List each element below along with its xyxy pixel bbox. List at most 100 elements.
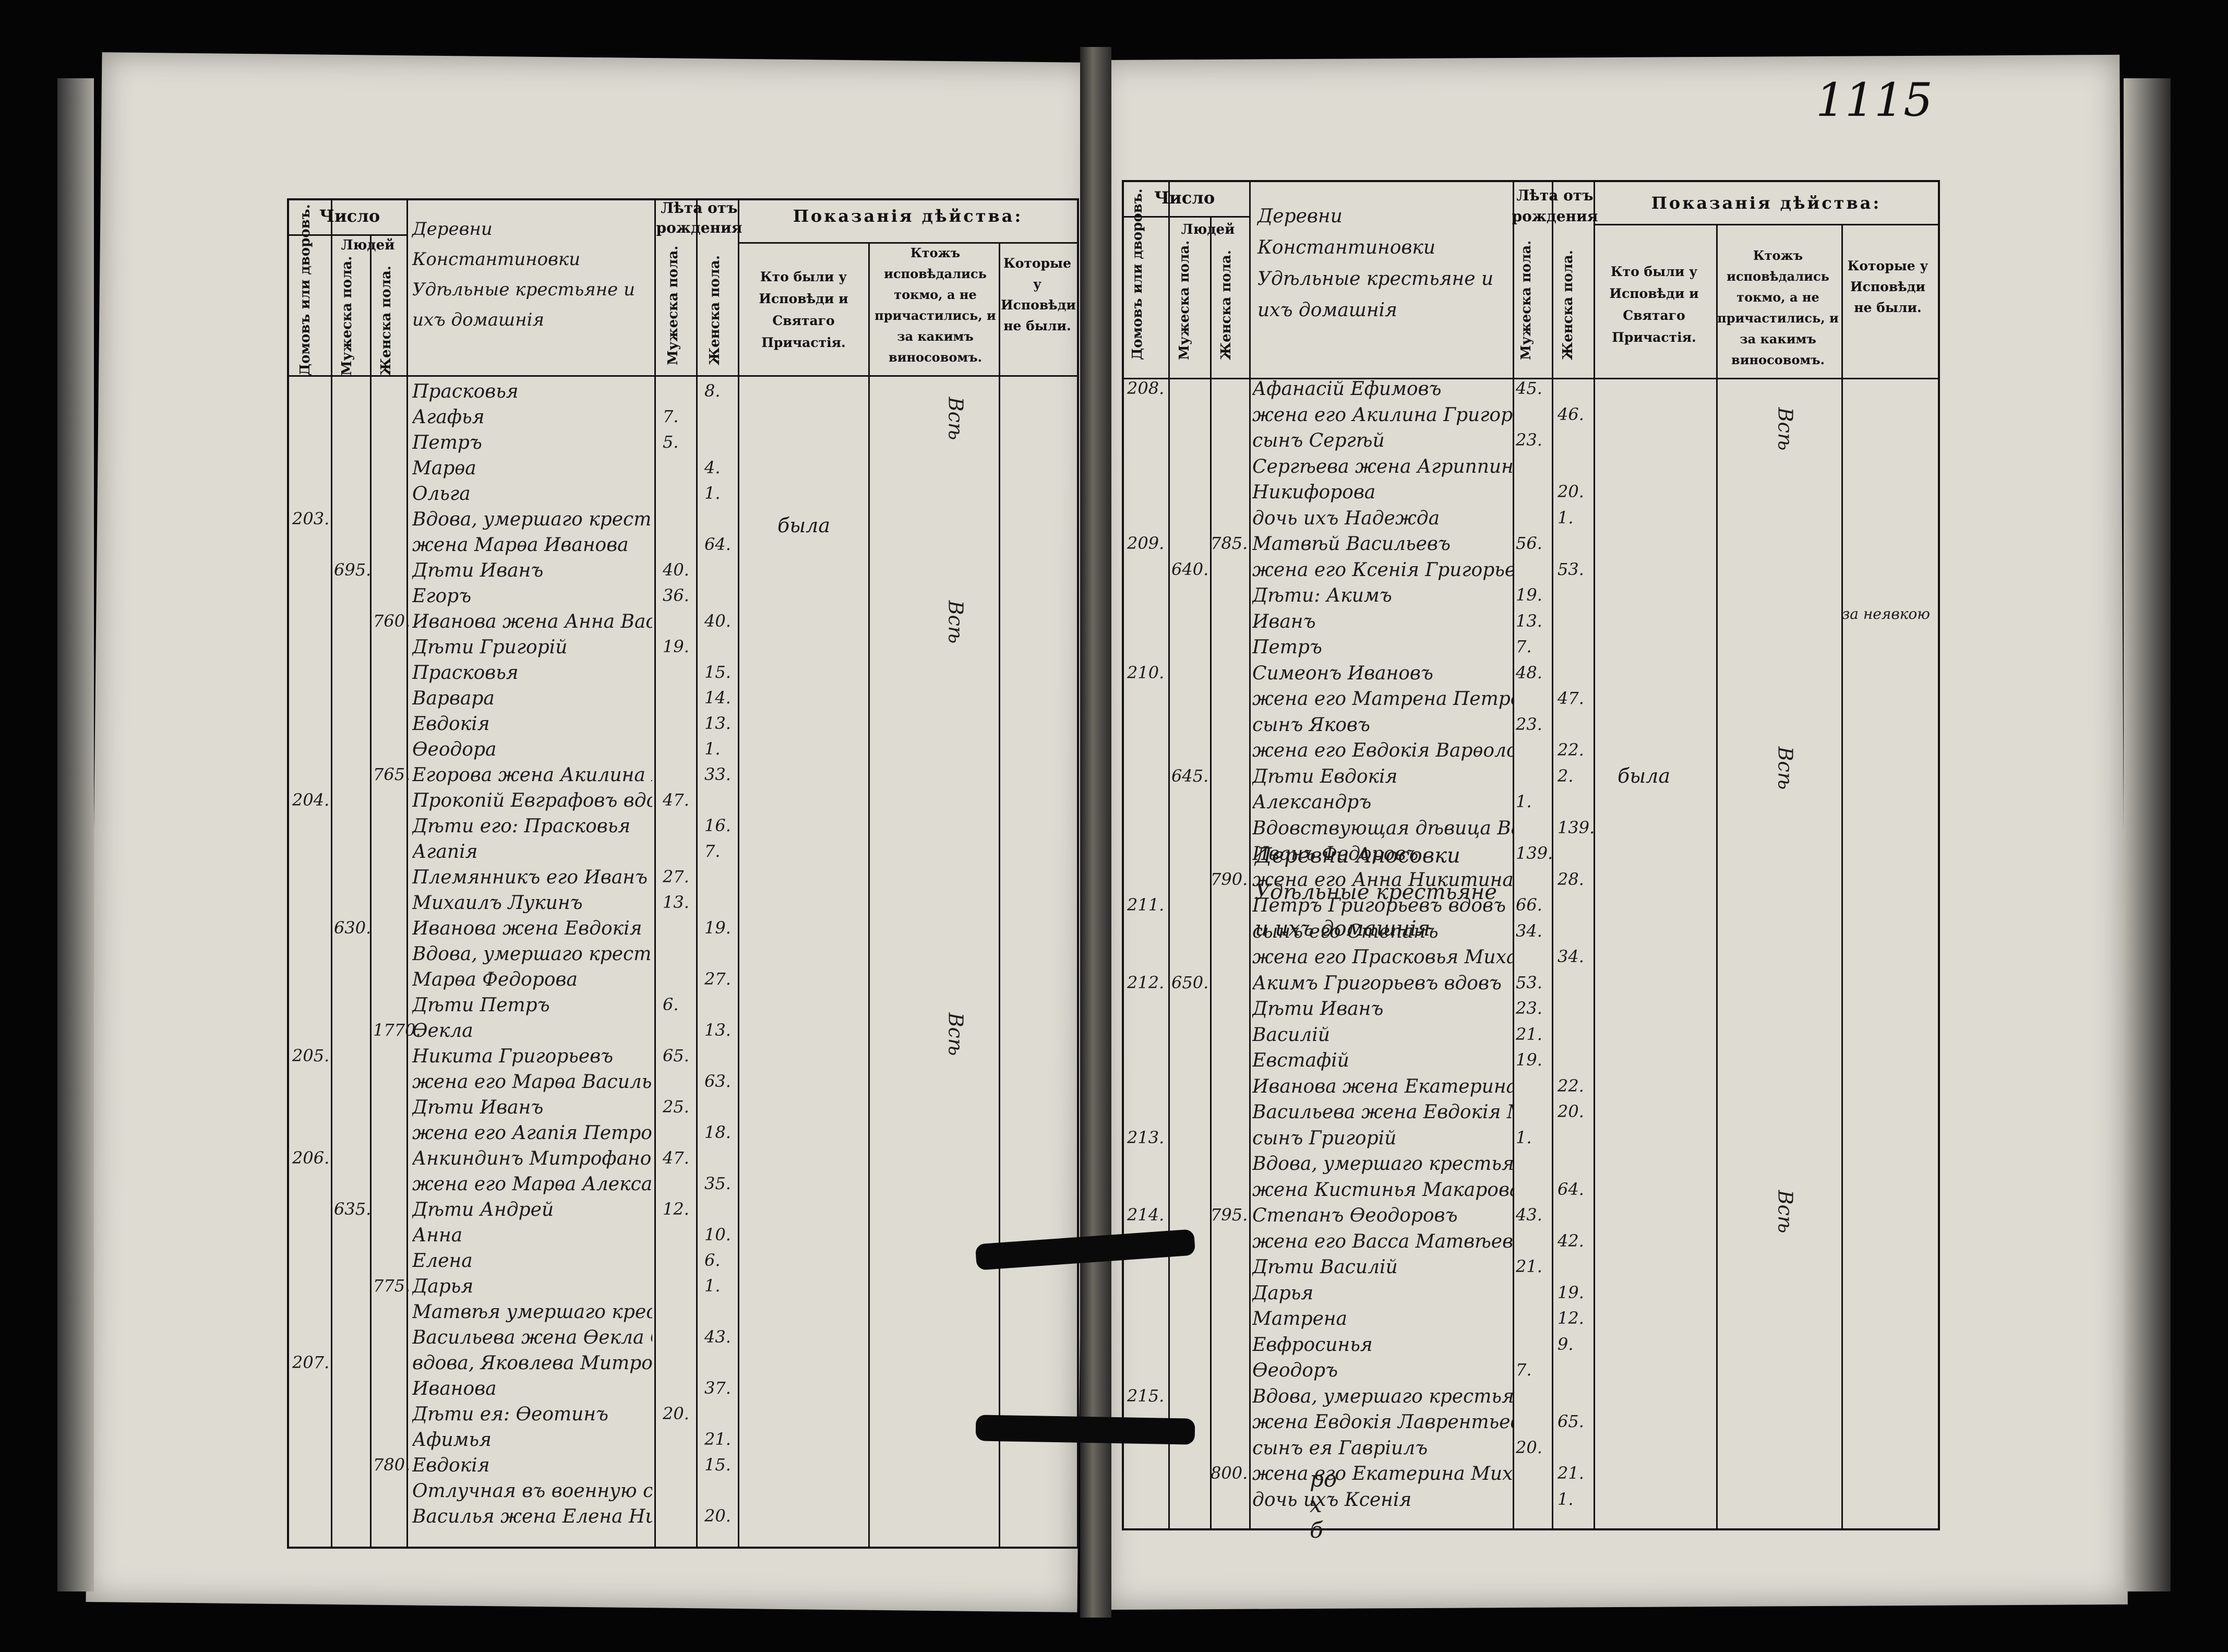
left-row-name: Анна: [412, 1225, 463, 1246]
left-row-lf: 15.: [704, 1455, 731, 1475]
right-row-lm: 19.: [1516, 585, 1542, 605]
left-row-name: Варвара: [412, 688, 495, 709]
left-row-lm: 19.: [663, 637, 689, 656]
left-row-lm: 40.: [663, 560, 689, 580]
left-row-f: 760.: [373, 611, 411, 631]
right-row-dvor: 212.: [1127, 972, 1165, 992]
right-row-name: Матвѣй Васильевъ: [1252, 533, 1451, 555]
right-row-f: 795.: [1211, 1205, 1248, 1225]
left-row-lf: 21.: [704, 1429, 731, 1449]
header-muzh: Мужеска пола.: [339, 256, 355, 376]
right-row-name: Симеонъ Ивановъ: [1252, 662, 1433, 684]
right-subtitle-anosovka: Деревни Аносовки Удѣльные крестьяне и их…: [1255, 844, 1497, 941]
right-row-name: Иванъ: [1252, 610, 1316, 632]
right-row-name: жена его Васса Матвѣева: [1252, 1230, 1513, 1252]
left-vertical-note-2: Всѣ: [944, 600, 967, 644]
right-row-lm: 23.: [1516, 998, 1542, 1018]
right-row-lf: 46.: [1558, 404, 1584, 424]
right-row-lf: 1.: [1558, 1489, 1574, 1509]
left-row-name: Петръ: [412, 432, 482, 453]
left-row-f: 1770.: [373, 1020, 421, 1040]
left-row-name: Племянникъ его Иванъ: [412, 867, 648, 888]
left-row-name: Афимья: [412, 1429, 492, 1451]
left-row-lm: 25.: [663, 1097, 689, 1117]
left-row-name: Вдова, умершаго крестьянина Луки жена: [412, 943, 652, 965]
right-vertical-note-3: Всѣ: [1774, 1190, 1797, 1234]
left-row-name: Елена: [412, 1250, 473, 1272]
right-row-name: жена его Ксенія Григорьева: [1252, 559, 1513, 581]
right-row-dvor: 208.: [1127, 378, 1165, 398]
left-row-lf: 35.: [704, 1174, 731, 1193]
right-row-name: сынъ ея Гавріилъ: [1252, 1437, 1428, 1459]
right-row-lf: 9.: [1558, 1334, 1574, 1354]
page-stack-edge-right: [2124, 78, 2171, 1591]
left-row-dvor: 206.: [292, 1148, 330, 1168]
right-row-name: жена Евдокія Лаврентьева: [1252, 1411, 1513, 1433]
right-row-m: 650.: [1171, 972, 1209, 992]
right-row-m: 640.: [1171, 559, 1209, 579]
left-row-lf: 6.: [704, 1250, 721, 1270]
right-header-ne-byli: Которые у Исповѣди не были.: [1847, 258, 1928, 315]
right-row-dvor: 210.: [1127, 662, 1165, 683]
right-row-lm: 139.: [1516, 843, 1553, 863]
right-row-f: 800.: [1211, 1463, 1248, 1483]
left-row-lf: 13.: [704, 1020, 731, 1040]
right-row-lf: 53.: [1558, 559, 1584, 579]
left-row-name: Иванова жена Анна Васильева: [412, 611, 652, 632]
left-row-name: Прокопій Евграфовъ вдовъ: [412, 790, 652, 811]
right-row-lf: 22.: [1558, 1075, 1584, 1096]
left-row-name: Марѳа: [412, 458, 476, 479]
left-row-m: 635.: [334, 1199, 372, 1219]
right-header-byli: Кто были у Исповѣди и Святаго Причастія.: [1609, 264, 1699, 345]
right-row-name: Дарья: [1252, 1282, 1314, 1304]
right-row-lm: 34.: [1516, 920, 1542, 941]
left-row-lm: 27.: [663, 867, 689, 887]
right-row-lf: 42.: [1558, 1230, 1584, 1251]
left-row-name: Ольга: [412, 483, 471, 505]
left-row-name: Дѣти Григорій: [412, 637, 568, 658]
right-row-lf: 139.: [1558, 817, 1595, 837]
left-row-name: Анкиндинъ Митрофановъ: [412, 1148, 652, 1169]
left-row-lf: 7.: [704, 841, 721, 861]
right-row-lf: 20.: [1558, 1102, 1584, 1121]
right-row-name: сынъ его Степанъ: [1252, 920, 1439, 942]
right-header-muzh: Мужеска пола.: [1177, 240, 1192, 360]
right-header-dvorov: Домовъ или дворовъ.: [1130, 188, 1145, 360]
left-row-name: жена Марѳа Иванова: [412, 534, 629, 556]
right-row-name: жена Кистинья Макарова: [1252, 1179, 1513, 1201]
left-row-dvor: 203.: [292, 509, 330, 529]
left-row-lf: 13.: [704, 713, 731, 733]
right-row-lm: 23.: [1516, 430, 1542, 450]
right-row-lm: 56.: [1516, 533, 1542, 553]
left-row-name: Агафья: [412, 406, 485, 428]
right-row-lm: 21.: [1516, 1024, 1542, 1044]
right-row-name: Дѣти: Акимъ: [1252, 585, 1392, 606]
right-row-lf: 20.: [1558, 482, 1584, 501]
right-row-name: дочь ихъ Надежда: [1252, 507, 1440, 529]
left-row-name: Дѣти Петръ: [412, 995, 550, 1016]
right-row-lm: 20.: [1516, 1437, 1542, 1457]
left-row-name: Иванова: [412, 1378, 497, 1399]
right-row-dvor: 211.: [1127, 895, 1165, 915]
left-row-name: Дѣти Андрей: [412, 1199, 554, 1220]
right-header-pokazania: Показанія дѣйства:: [1651, 193, 1882, 213]
right-row-lf: 12.: [1558, 1308, 1584, 1328]
header-chislo: Число: [319, 206, 380, 226]
right-row-f: 790.: [1211, 869, 1248, 889]
right-row-lm: 53.: [1516, 972, 1542, 992]
left-row-lf: 10.: [704, 1225, 731, 1244]
right-header-zhen: Женска пола.: [1218, 250, 1234, 360]
right-header-ne-prich: Ктожъ исповѣдались токмо, а не причастил…: [1717, 248, 1839, 367]
right-row-name: Василій: [1252, 1024, 1330, 1046]
left-row-name: Дѣти его: Прасковья: [412, 816, 631, 837]
left-row-name: жена его Марѳа Александрова: [412, 1174, 652, 1195]
left-row-name: Дѣти ея: Ѳеотинъ: [412, 1404, 609, 1425]
right-row-name: Акимъ Григорьевъ вдовъ: [1252, 972, 1502, 994]
left-row-m: 695.: [334, 560, 372, 580]
left-row-lf: 1.: [704, 1276, 721, 1296]
right-header-lyudei: Людей: [1181, 222, 1235, 237]
left-row-lf: 20.: [704, 1506, 731, 1526]
right-row-name: Дѣти Иванъ: [1252, 998, 1384, 1020]
right-header-chislo: Число: [1154, 188, 1215, 208]
header-zhen-age: Женска пола.: [707, 255, 723, 365]
